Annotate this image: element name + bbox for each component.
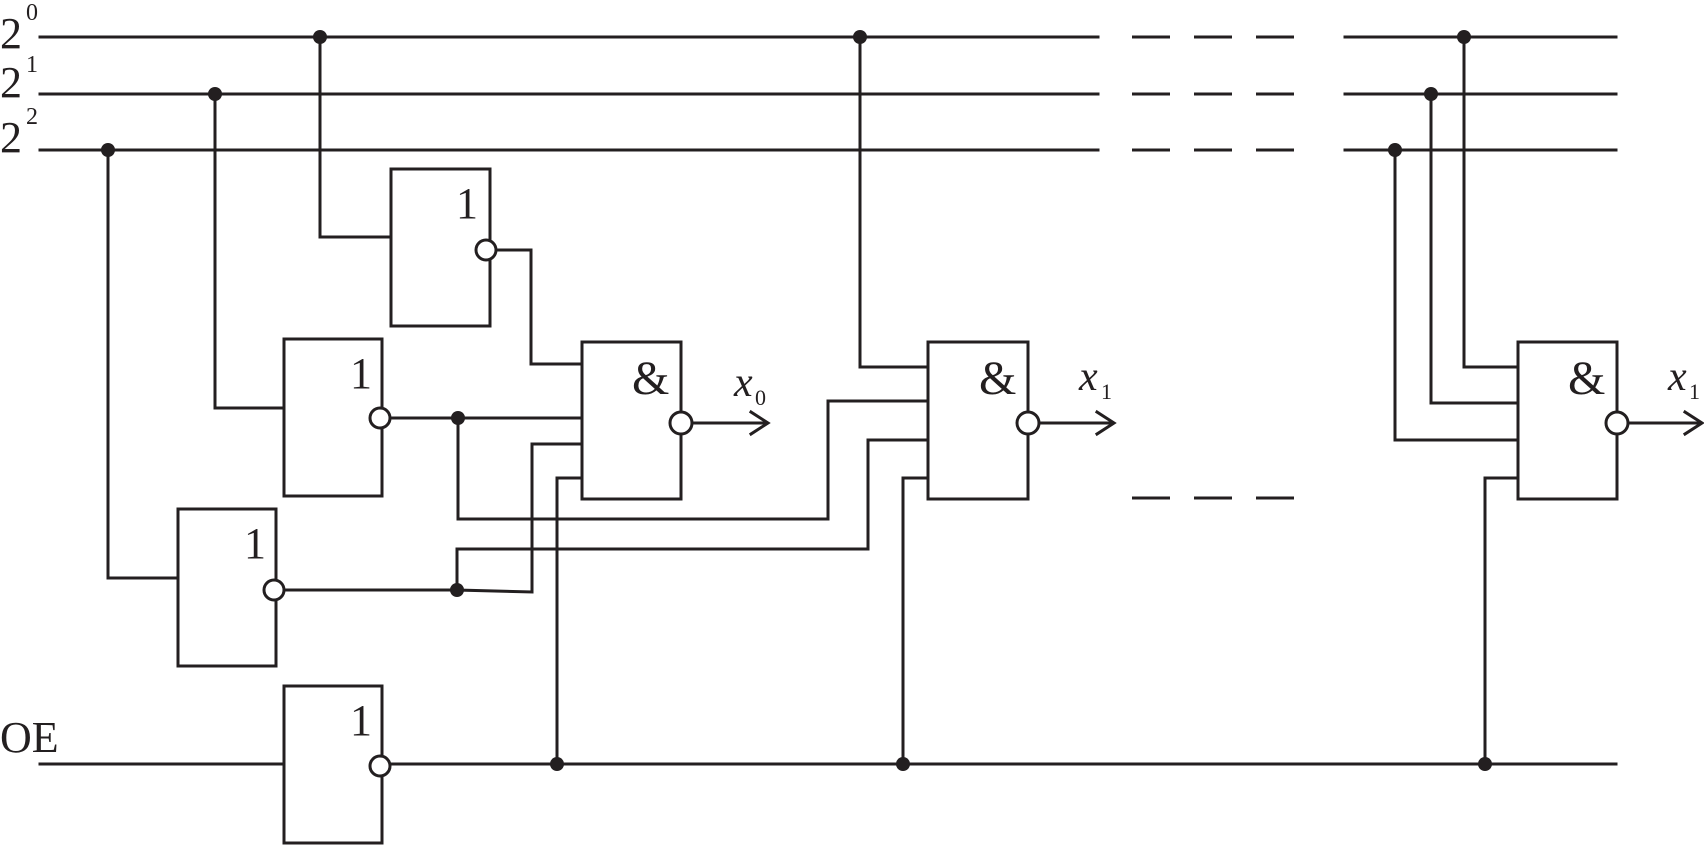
junction-dot: [853, 30, 867, 44]
inversion-bubble: [368, 754, 392, 778]
bus-label-2-0-exp: 0: [26, 0, 38, 26]
inversion-bubble: [1015, 410, 1041, 436]
junction-dot: [896, 757, 910, 771]
bus-label-2-2-exp: 2: [26, 104, 38, 130]
junction-dots: [101, 30, 1492, 771]
junction-dot: [450, 583, 464, 597]
junction-dot: [1457, 30, 1471, 44]
and-gate-x0: &: [580, 340, 694, 501]
and-gate-x1: &: [926, 340, 1041, 501]
output-label-xlast-var: x: [1667, 354, 1687, 400]
junction-dot: [101, 143, 115, 157]
gate-label: &: [1568, 352, 1605, 405]
gate-label: 1: [350, 696, 372, 745]
gate-label: &: [632, 352, 669, 405]
output-label-x0-var: x: [733, 360, 753, 406]
inverter-gate-2-0: 1: [389, 167, 498, 328]
junction-dot: [451, 411, 465, 425]
gate-label: &: [979, 352, 1016, 405]
junction-dot: [208, 87, 222, 101]
gate-label: 1: [244, 519, 266, 568]
output-label-x0-sub: 0: [755, 385, 766, 410]
output-label-x1-var: x: [1078, 354, 1098, 400]
junction-dot: [313, 30, 327, 44]
inversion-bubble: [1604, 410, 1630, 436]
inverter-gate-oe: 1: [282, 684, 392, 845]
bus-label-2-0-base: 2: [0, 9, 22, 58]
inverter-gate-2-1: 1: [282, 337, 392, 498]
junction-dot: [1424, 87, 1438, 101]
junction-dot: [1388, 143, 1402, 157]
bus-label-2-2-base: 2: [0, 113, 22, 162]
bus-label-2-1-base: 2: [0, 58, 22, 107]
output-label-x1-sub: 1: [1101, 379, 1112, 404]
gate-label: 1: [350, 349, 372, 398]
output-label-xlast-sub: 1: [1689, 379, 1700, 404]
inversion-bubble: [262, 578, 286, 602]
oe-label: OE: [0, 713, 59, 762]
gate-label: 1: [456, 179, 478, 228]
junction-dot: [550, 757, 564, 771]
inversion-bubble: [668, 410, 694, 436]
bus-label-2-1-exp: 1: [26, 52, 38, 78]
junction-dot: [1478, 757, 1492, 771]
inversion-bubble: [474, 238, 498, 262]
wiring: [106, 35, 1704, 766]
inverter-gate-2-2: 1: [176, 507, 286, 668]
and-gate-last: &: [1516, 340, 1630, 501]
inversion-bubble: [368, 406, 392, 430]
